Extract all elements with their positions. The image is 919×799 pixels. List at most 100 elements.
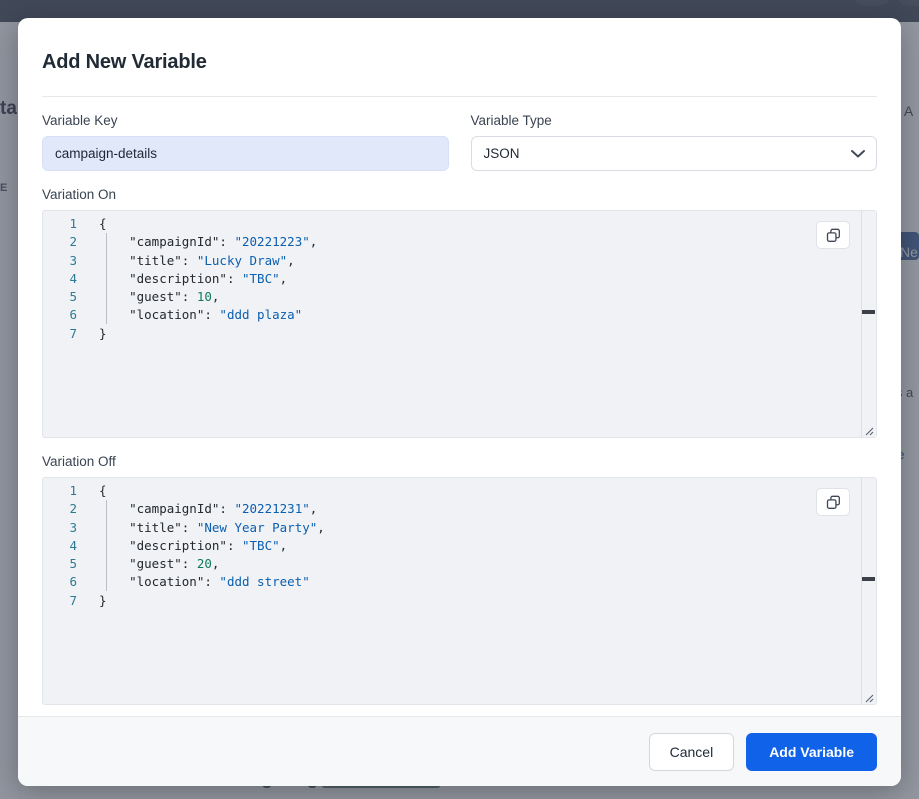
line-number: 4	[69, 270, 77, 286]
token-punct: :	[181, 519, 197, 535]
token-punct: {	[99, 483, 107, 498]
token-punct: :	[219, 234, 235, 250]
token-key: "location"	[99, 574, 205, 590]
token-str: "20221223"	[234, 234, 310, 250]
code-text: "location": "ddd plaza"	[89, 306, 302, 324]
token-punct: }	[99, 592, 107, 608]
token-punct: ,	[279, 270, 288, 286]
variable-meta-row: Variable Key Variable Type JSON	[42, 97, 877, 171]
copy-icon[interactable]	[816, 488, 850, 516]
code-text: "campaignId": "20221223",	[89, 233, 317, 251]
variation-off-label: Variation Off	[42, 454, 116, 469]
code-line: 1{	[43, 482, 876, 500]
code-text: {	[89, 482, 107, 500]
line-number: 5	[69, 289, 77, 305]
token-punct: :	[226, 270, 242, 286]
indent-guide	[106, 233, 107, 324]
token-punct: ,	[287, 252, 295, 268]
token-punct: :	[181, 556, 197, 572]
variable-type-select[interactable]: JSON	[470, 136, 877, 171]
variation-off-code[interactable]: 1{2 "campaignId": "20221231",3 "title": …	[43, 478, 876, 704]
token-key: "location"	[99, 307, 205, 323]
code-line: 3 "title": "Lucky Draw",	[43, 252, 876, 270]
variation-on-code[interactable]: 1{2 "campaignId": "20221223",3 "title": …	[43, 211, 876, 437]
line-number: 4	[69, 537, 77, 553]
variation-on-block: Variation On 1{2 "campaignId": "20221223…	[42, 171, 877, 438]
variation-on-scrollbar-track[interactable]	[861, 211, 876, 437]
token-str: "TBC"	[242, 537, 280, 553]
line-number: 5	[69, 556, 77, 572]
token-punct: ,	[211, 556, 220, 572]
code-line: 7}	[43, 592, 876, 610]
line-number: 2	[69, 234, 77, 250]
token-str: "TBC"	[242, 270, 280, 286]
token-punct: :	[219, 501, 235, 517]
code-line: 5 "guest": 20,	[43, 555, 876, 573]
token-punct: :	[204, 307, 220, 323]
token-key: "campaignId"	[99, 501, 220, 517]
code-text: "title": "Lucky Draw",	[89, 252, 295, 270]
variation-off-resize-handle[interactable]	[862, 690, 874, 703]
token-str: "ddd street"	[219, 574, 310, 590]
token-str: "20221231"	[234, 501, 310, 517]
token-punct: ,	[309, 501, 318, 517]
variable-key-field: Variable Key	[42, 113, 449, 171]
variable-type-value: JSON	[483, 146, 520, 161]
code-line: 7}	[43, 325, 876, 343]
code-line: 2 "campaignId": "20221231",	[43, 500, 876, 518]
variation-off-scrollbar-thumb[interactable]	[862, 577, 875, 581]
code-line: 6 "location": "ddd street"	[43, 573, 876, 591]
token-num: 20	[196, 556, 212, 572]
code-text: }	[89, 325, 107, 343]
token-key: "guest"	[99, 289, 182, 305]
variation-on-resize-handle[interactable]	[862, 423, 874, 436]
modal-body: Add New Variable Variable Key Variable T…	[18, 18, 901, 716]
variable-type-label: Variable Type	[470, 113, 552, 128]
code-text: "description": "TBC",	[89, 537, 287, 555]
code-text: "guest": 20,	[89, 555, 219, 573]
token-key: "description"	[99, 270, 227, 286]
variation-off-block: Variation Off 1{2 "campaignId": "2022123…	[42, 438, 877, 705]
code-text: "title": "New Year Party",	[89, 519, 325, 537]
variable-key-input[interactable]	[42, 136, 449, 171]
token-key: "campaignId"	[99, 234, 220, 250]
variable-type-field: Variable Type JSON	[470, 113, 877, 171]
token-key: "description"	[99, 537, 227, 553]
variation-on-scrollbar-thumb[interactable]	[862, 310, 875, 314]
copy-icon[interactable]	[816, 221, 850, 249]
code-line: 4 "description": "TBC",	[43, 537, 876, 555]
token-punct: :	[226, 537, 242, 553]
code-text: "location": "ddd street"	[89, 573, 310, 591]
line-number: 7	[69, 592, 77, 608]
code-text: "campaignId": "20221231",	[89, 500, 317, 518]
code-line: 5 "guest": 10,	[43, 288, 876, 306]
cancel-button[interactable]: Cancel	[648, 732, 735, 771]
token-key: "title"	[99, 252, 182, 268]
code-text: {	[89, 215, 107, 233]
variation-on-editor[interactable]: 1{2 "campaignId": "20221223",3 "title": …	[42, 210, 877, 438]
token-punct: ,	[279, 537, 288, 553]
variation-on-label: Variation On	[42, 187, 117, 202]
line-number: 1	[69, 483, 77, 498]
code-line: 3 "title": "New Year Party",	[43, 519, 876, 537]
token-punct: {	[99, 216, 107, 231]
token-punct: ,	[211, 289, 220, 305]
token-str: "New Year Party"	[196, 519, 318, 535]
add-variable-modal: Add New Variable Variable Key Variable T…	[18, 18, 901, 786]
variation-off-scrollbar-track[interactable]	[861, 478, 876, 704]
modal-footer: Cancel Add Variable	[18, 716, 901, 786]
token-num: 10	[196, 289, 212, 305]
variable-type-select-wrap: JSON	[470, 136, 877, 171]
code-line: 4 "description": "TBC",	[43, 270, 876, 288]
variation-off-editor[interactable]: 1{2 "campaignId": "20221231",3 "title": …	[42, 477, 877, 705]
code-text: }	[89, 592, 107, 610]
code-line: 1{	[43, 215, 876, 233]
line-number: 6	[69, 307, 77, 323]
code-text: "description": "TBC",	[89, 270, 287, 288]
token-punct: }	[99, 325, 107, 341]
token-key: "title"	[99, 519, 182, 535]
variable-key-label: Variable Key	[42, 113, 118, 128]
add-variable-button[interactable]: Add Variable	[746, 732, 877, 771]
token-str: "Lucky Draw"	[196, 252, 288, 268]
token-str: "ddd plaza"	[219, 307, 303, 323]
